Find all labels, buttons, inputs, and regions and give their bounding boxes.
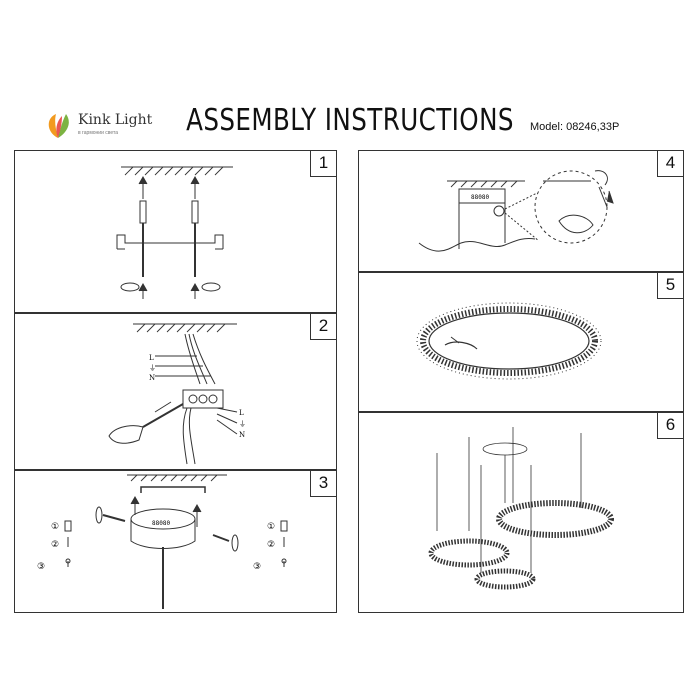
step-6-panel: 6	[358, 412, 684, 613]
wire-label-n: N	[149, 374, 155, 382]
step-number: 2	[310, 314, 336, 340]
brand-name: Kink Light	[78, 112, 153, 128]
wiring-connection-illustration: L ⏚ N L ⏚ N	[108, 323, 246, 465]
step-1-panel: 1	[14, 150, 337, 313]
canopy-marker-label: 88080	[471, 194, 489, 201]
step-2-panel: 2 L ⏚ N L	[14, 313, 337, 470]
brand-logo: Kink Light в гармонии света	[40, 108, 170, 144]
model-number: Model: 08246,33P	[530, 121, 620, 133]
part-label-2-right: ②	[267, 540, 275, 550]
part-label-3-right: ③	[253, 562, 261, 572]
block-label-l: L	[239, 409, 244, 417]
page-title: ASSEMBLY INSTRUCTIONS	[186, 103, 514, 138]
wire-label-ground: ⏚	[149, 364, 156, 372]
part-label-1-right: ①	[267, 522, 275, 532]
step-number: 6	[657, 413, 683, 439]
block-label-ground: ⏚	[239, 420, 246, 428]
ceiling-bracket-illustration	[116, 166, 233, 299]
block-label-n: N	[239, 431, 245, 439]
canopy-mounting-illustration: 88080 ① ② ③ ① ② ③	[37, 474, 288, 609]
part-label-1-left: ①	[51, 522, 59, 532]
assembled-chandelier-illustration	[428, 427, 614, 590]
step-number: 3	[310, 471, 336, 497]
step-number: 1	[310, 151, 336, 177]
wire-label-l: L	[149, 354, 154, 362]
brand-tagline: в гармонии света	[78, 130, 119, 136]
step-5-panel: 5	[358, 272, 684, 412]
step-4-panel: 4 88080	[358, 150, 684, 272]
canopy-marker-label: 88080	[152, 520, 170, 527]
step-3-panel: 3 88080 ① ② ③ ①	[14, 470, 337, 613]
step-number: 4	[657, 151, 683, 177]
cable-height-adjust-illustration: 88080	[418, 170, 614, 252]
leaf-logo-icon	[48, 114, 69, 138]
part-label-2-left: ②	[51, 540, 59, 550]
step-number: 5	[657, 273, 683, 299]
ring-crystal-illustration	[416, 302, 602, 380]
part-label-3-left: ③	[37, 562, 45, 572]
